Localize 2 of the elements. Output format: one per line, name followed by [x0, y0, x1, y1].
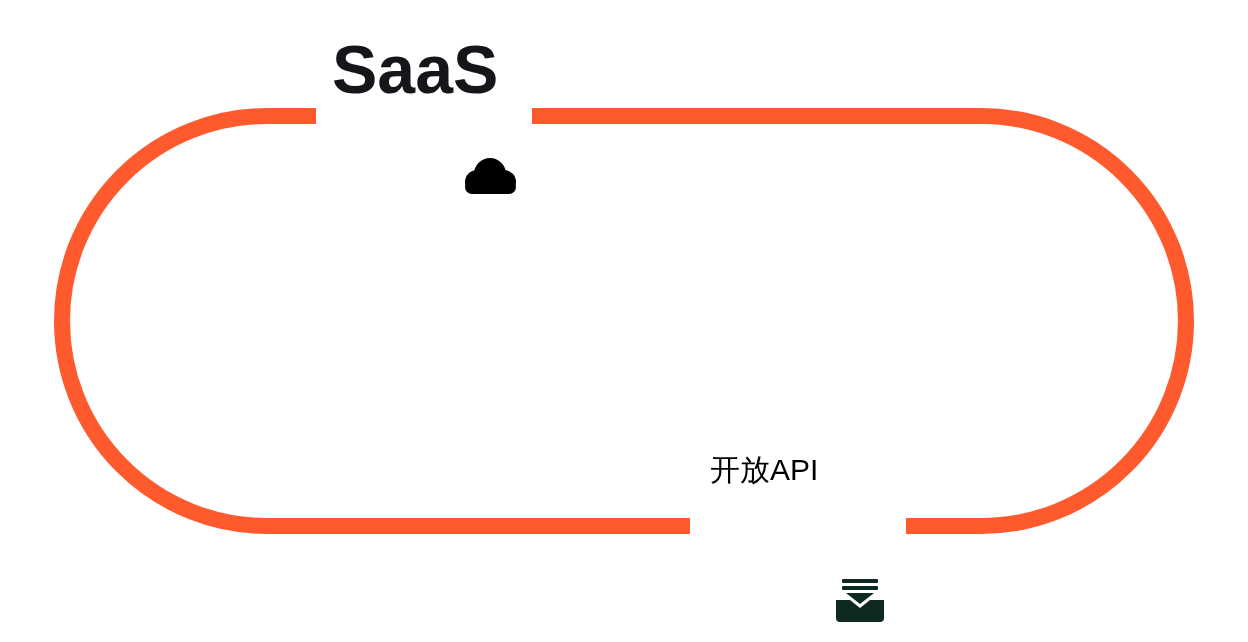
title-text: SaaS	[332, 30, 499, 108]
api-label: 开放API	[710, 452, 819, 488]
